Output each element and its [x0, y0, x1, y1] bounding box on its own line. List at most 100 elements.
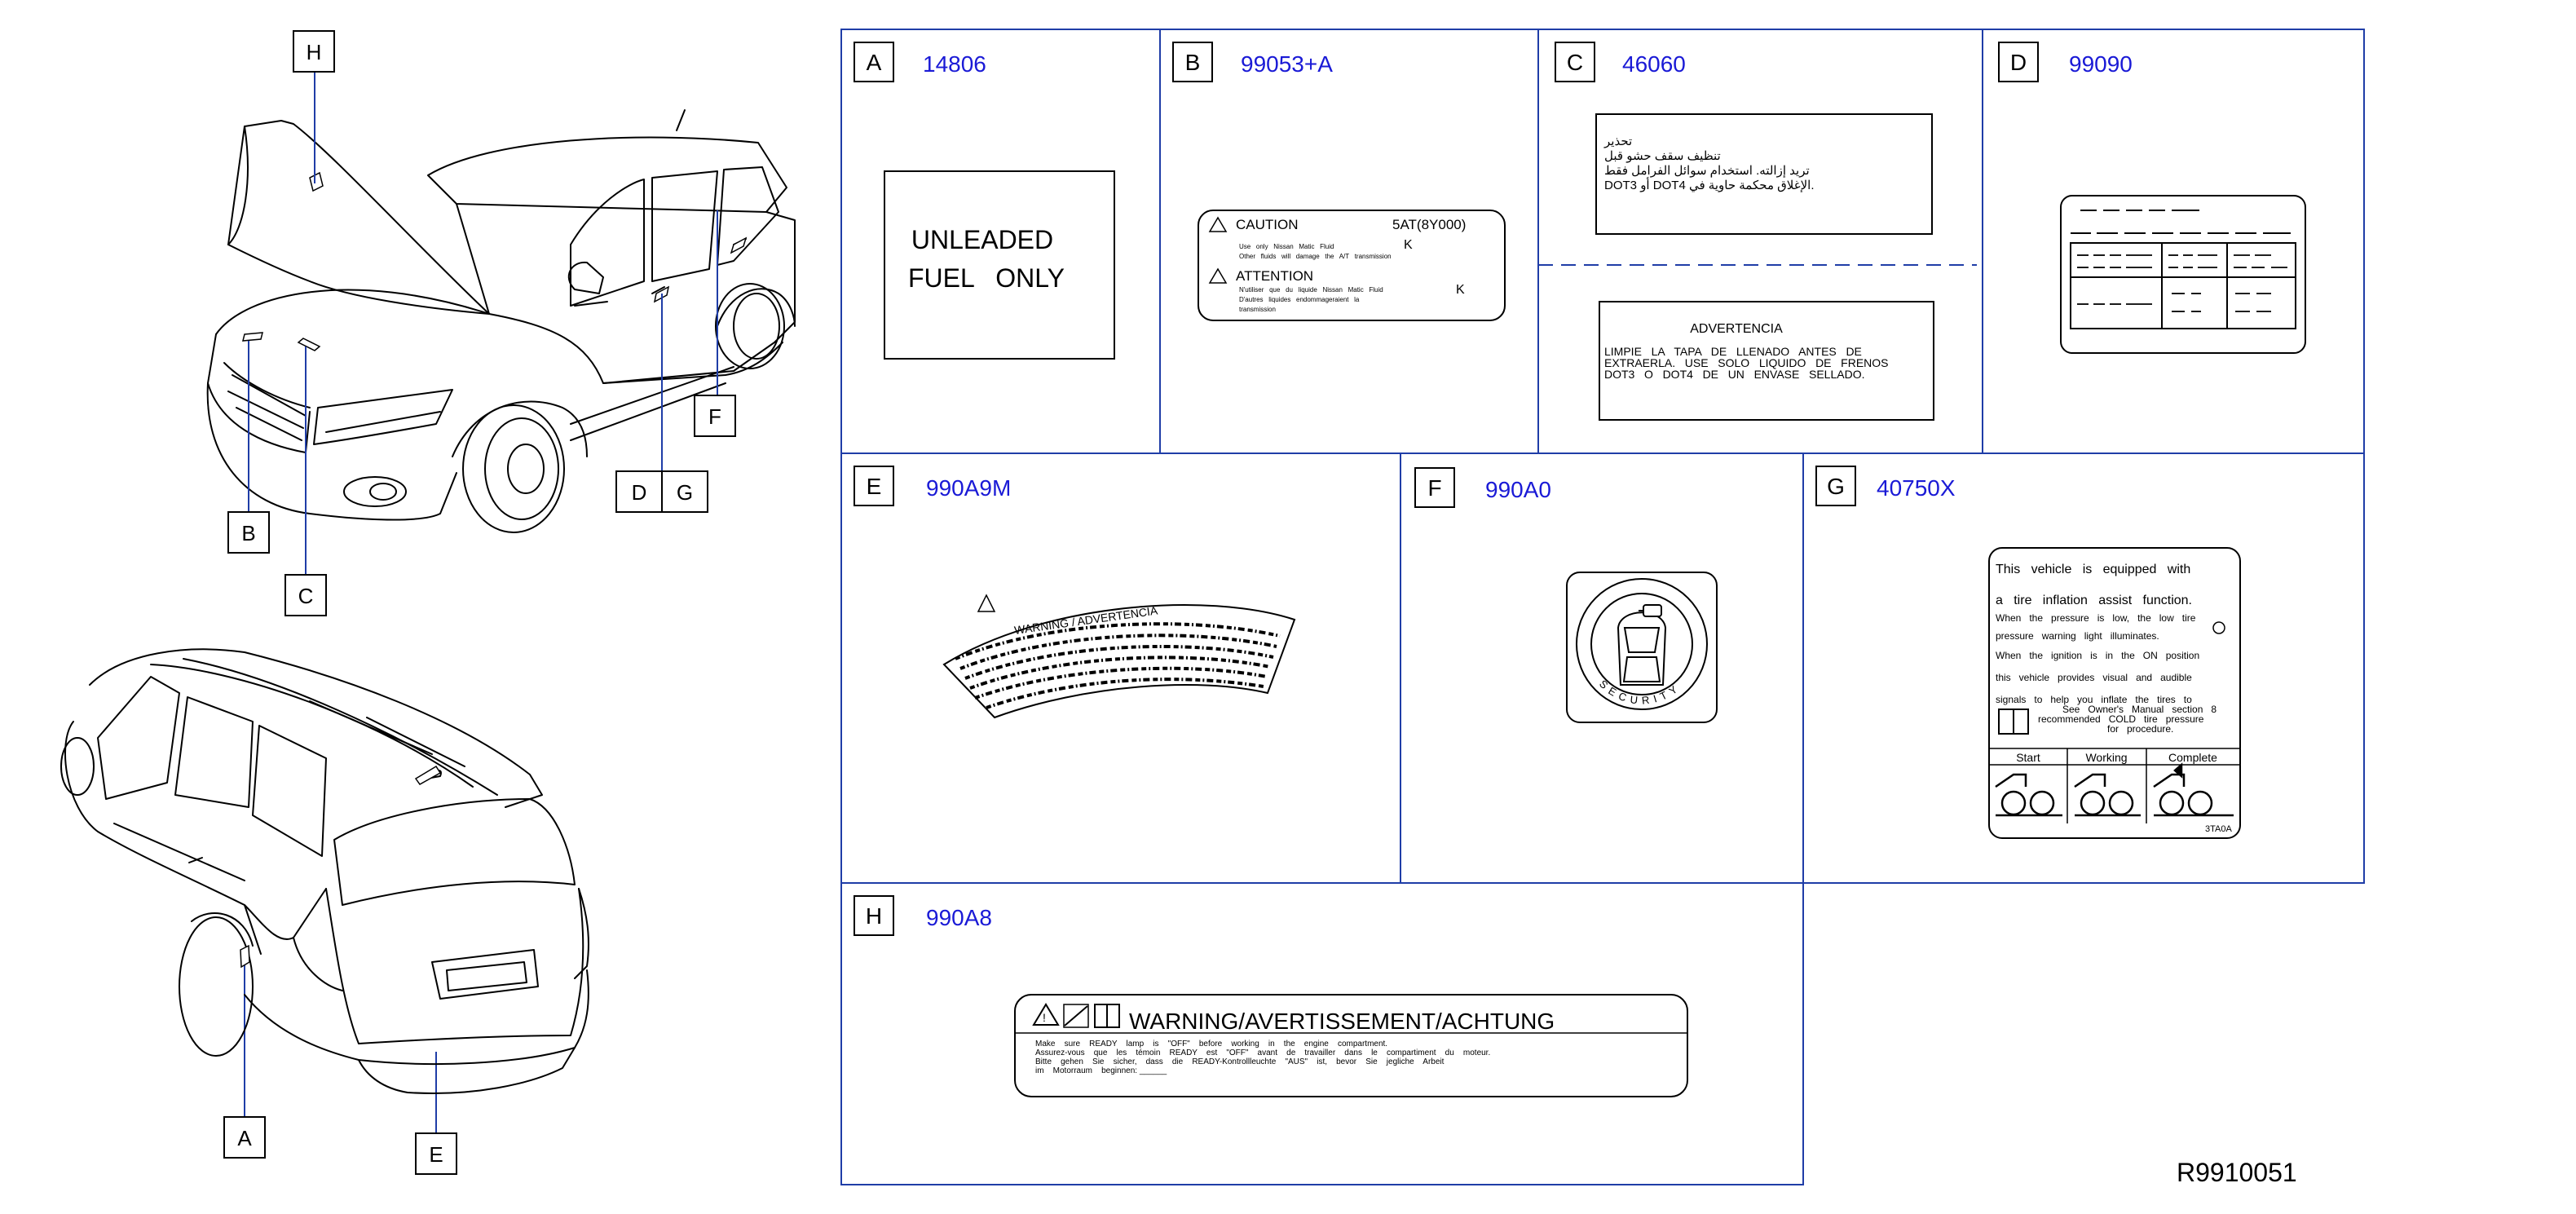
- callout-d-g: D G: [615, 470, 708, 513]
- label-g-p3a: When the ignition is in the ON position: [1996, 650, 2199, 661]
- callout-c: C: [285, 574, 327, 616]
- label-e-text-lines: [955, 622, 1281, 709]
- panel-d-header: D 99090: [1998, 42, 2133, 82]
- label-h-line4: im Motorraum beginnen: ______: [1035, 1066, 1167, 1075]
- label-b-attention-text1: N'utiliser que du liquide Nissan Matic F…: [1239, 286, 1383, 294]
- panel-f-header: F 990A0: [1414, 467, 1551, 508]
- callout-f-letter: F: [708, 404, 721, 429]
- panel-f-letter: F: [1427, 475, 1441, 501]
- label-c-es-line2: EXTRAERLA. USE SOLO LIQUIDO DE FRENOS: [1604, 356, 1889, 369]
- panel-d-part-number: 99090: [2069, 51, 2133, 77]
- label-d-tire-placard: [2060, 195, 2306, 354]
- panel-g-header: G 40750X: [1815, 466, 1956, 506]
- label-c-es-title: ADVERTENCIA: [1690, 322, 1783, 336]
- label-c-ar-line1: تحذير: [1603, 135, 1632, 148]
- label-g-p3d: See Owner's Manual section 8: [2062, 704, 2217, 715]
- callout-b: B: [227, 511, 270, 554]
- placard-cell-dashes: [2077, 254, 2287, 312]
- front-vehicle-illustration: [206, 109, 796, 533]
- panel-c-header: C 46060: [1555, 42, 1686, 82]
- label-g-p3f: for procedure.: [2107, 723, 2173, 735]
- caution-triangle-icon: [1208, 216, 1228, 232]
- panel-f-part-number: 990A0: [1485, 477, 1551, 502]
- label-g-p3c: signals to help you inflate the tires to: [1996, 694, 2192, 705]
- callout-d-letter: D: [632, 480, 647, 505]
- label-h-title: WARNING/AVERTISSEMENT/ACHTUNG: [1129, 1009, 1555, 1034]
- label-c-es-line1: LIMPIE LA TAPA DE LLENADO ANTES DE: [1604, 345, 1862, 358]
- panel-d-letter: D: [2010, 50, 2027, 75]
- label-grid: [840, 29, 2365, 1185]
- label-g-col-complete: Complete: [2168, 751, 2217, 764]
- owners-manual-icon: [1998, 709, 2029, 735]
- label-b-caution-fluid: K: [1404, 238, 1413, 252]
- panel-h-letter: H: [866, 903, 882, 929]
- warning-triangle-icon: [1032, 1003, 1060, 1026]
- label-c-spanish: ADVERTENCIA LIMPIE LA TAPA DE LLENADO AN…: [1599, 301, 1934, 421]
- label-a-line1: UNLEADED: [911, 225, 1053, 254]
- label-h-line1: Make sure READY lamp is "OFF" before wor…: [1035, 1040, 1387, 1048]
- label-g-p2b: pressure warning light illuminates.: [1996, 630, 2159, 642]
- placard-dashes: [2071, 210, 2291, 234]
- label-b-attention-text3: transmission: [1239, 306, 1276, 313]
- label-f-security: SECURITY: [1566, 572, 1718, 723]
- label-b-attention-text2: D'autres liquides endommageraient la: [1239, 296, 1360, 303]
- panel-b-part-number: 99053+A: [1241, 51, 1333, 77]
- label-g-tire-inflation: This vehicle is equipped with a tire inf…: [1988, 547, 2241, 839]
- callout-a: A: [223, 1116, 266, 1159]
- label-b-attention: ATTENTION: [1236, 268, 1313, 284]
- label-b-caution-text2: Other fluids will damage the A/T transmi…: [1239, 253, 1392, 260]
- panel-e-header: E 990A9M: [854, 466, 1011, 506]
- label-b-caution-code: 5AT(8Y000): [1392, 217, 1466, 232]
- panel-b-header: B 99053+A: [1172, 42, 1333, 82]
- panel-h-part-number: 990A8: [926, 905, 992, 930]
- label-c-ar-line4: DOT3 أو DOT4 الإغلاق محكمة حاوية في.: [1604, 177, 1814, 192]
- callout-f: F: [694, 395, 736, 437]
- label-e-curved-warning: WARNING / ADVERTENCIA: [942, 594, 1296, 719]
- panel-a-header: A 14806: [854, 42, 986, 82]
- rear-vehicle-label-markers: [240, 765, 442, 969]
- tire-inflation-step-icons: [1995, 762, 2234, 817]
- label-c-arabic: تحذير تنظيف سقف حشو قبل تريد إزالته. است…: [1595, 113, 1933, 235]
- no-touch-icon: [1063, 1004, 1089, 1028]
- label-h-line2: Assurez-vous que les témoin READY est "O…: [1035, 1048, 1490, 1057]
- rear-vehicle-illustration: [60, 648, 589, 1094]
- diagram-id: R9910051: [2177, 1158, 2297, 1187]
- label-b-transmission-fluid: CAUTION 5AT(8Y000) Use only Nissan Matic…: [1198, 210, 1506, 321]
- label-g-p1b: a tire inflation assist function.: [1996, 594, 2192, 607]
- label-a-line2: FUEL ONLY: [908, 263, 1065, 293]
- panel-e-part-number: 990A9M: [926, 475, 1011, 501]
- panel-c-letter: C: [1567, 50, 1583, 75]
- label-g-p3e: recommended COLD tire pressure: [2038, 713, 2204, 725]
- callout-leader-lines: [244, 72, 718, 1133]
- panel-g-letter: G: [1827, 474, 1845, 499]
- label-h-line3: Bitte gehen Sie sicher, dass die READY-K…: [1035, 1057, 1445, 1066]
- callout-a-letter: A: [237, 1126, 252, 1150]
- label-g-p3b: this vehicle provides visual and audible: [1996, 672, 2192, 683]
- label-c-es-line3: DOT3 O DOT4 DE UN ENVASE SELLADO.: [1604, 368, 1864, 381]
- label-g-p1: This vehicle is equipped with: [1996, 563, 2190, 576]
- panel-c-part-number: 46060: [1622, 51, 1686, 77]
- label-g-p2a: When the pressure is low, the low tire: [1996, 612, 2196, 624]
- attention-triangle-icon: [1208, 267, 1228, 284]
- label-c-ar-line3: تريد إزالته. استخدام سوائل الفرامل فقط: [1604, 164, 1810, 178]
- front-vehicle-label-markers: [242, 171, 748, 351]
- callout-b-letter: B: [241, 521, 255, 545]
- callout-g-letter: G: [677, 480, 693, 505]
- label-g-col-working: Working: [2085, 751, 2127, 764]
- tire-pressure-warning-icon: [2212, 621, 2225, 634]
- label-b-attention-fluid: K: [1456, 283, 1465, 297]
- label-b-caution-text1: Use only Nissan Matic Fluid: [1239, 243, 1334, 250]
- label-g-col-start: Start: [2016, 751, 2040, 764]
- warning-triangle-icon: [977, 594, 996, 612]
- callout-c-letter: C: [298, 584, 314, 608]
- callout-h: H: [293, 30, 335, 73]
- callout-h-letter: H: [307, 40, 322, 64]
- panel-h-header: H 990A8: [854, 895, 992, 936]
- label-h-ready-warning: ! WARNING/AVERTISSEMENT/ACHTUNG Make sur…: [1014, 994, 1688, 1097]
- label-b-caution: CAUTION: [1236, 217, 1299, 232]
- panel-a-letter: A: [867, 50, 882, 75]
- callout-e-letter: E: [429, 1142, 443, 1167]
- label-a-unleaded-fuel: UNLEADED FUEL ONLY: [884, 170, 1115, 360]
- panel-a-part-number: 14806: [923, 51, 986, 77]
